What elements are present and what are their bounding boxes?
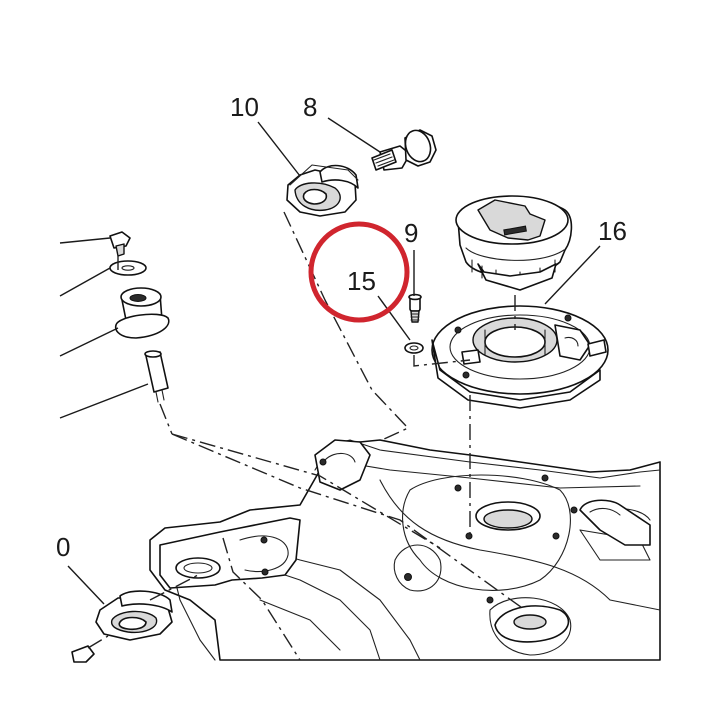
callout-15: 15 (347, 266, 376, 296)
leader-lines (59, 117, 601, 605)
callout-0: 0 (56, 532, 70, 562)
left-parts-stack (109, 231, 170, 403)
part-16-filler-cap (431, 195, 609, 409)
tank-frame (149, 439, 661, 661)
part-15-washer (404, 342, 424, 354)
callout-9: 9 (404, 218, 418, 248)
part-9-screw (408, 293, 422, 323)
callout-8: 8 (303, 92, 317, 122)
callout-labels: 10 8 9 16 15 0 (56, 92, 627, 562)
callout-16: 16 (598, 216, 627, 246)
part-8-bolt (371, 129, 437, 171)
highlight-circle (308, 221, 410, 323)
callout-10: 10 (230, 92, 259, 122)
part-10-grommet (286, 164, 359, 217)
lower-grommet (71, 590, 173, 663)
